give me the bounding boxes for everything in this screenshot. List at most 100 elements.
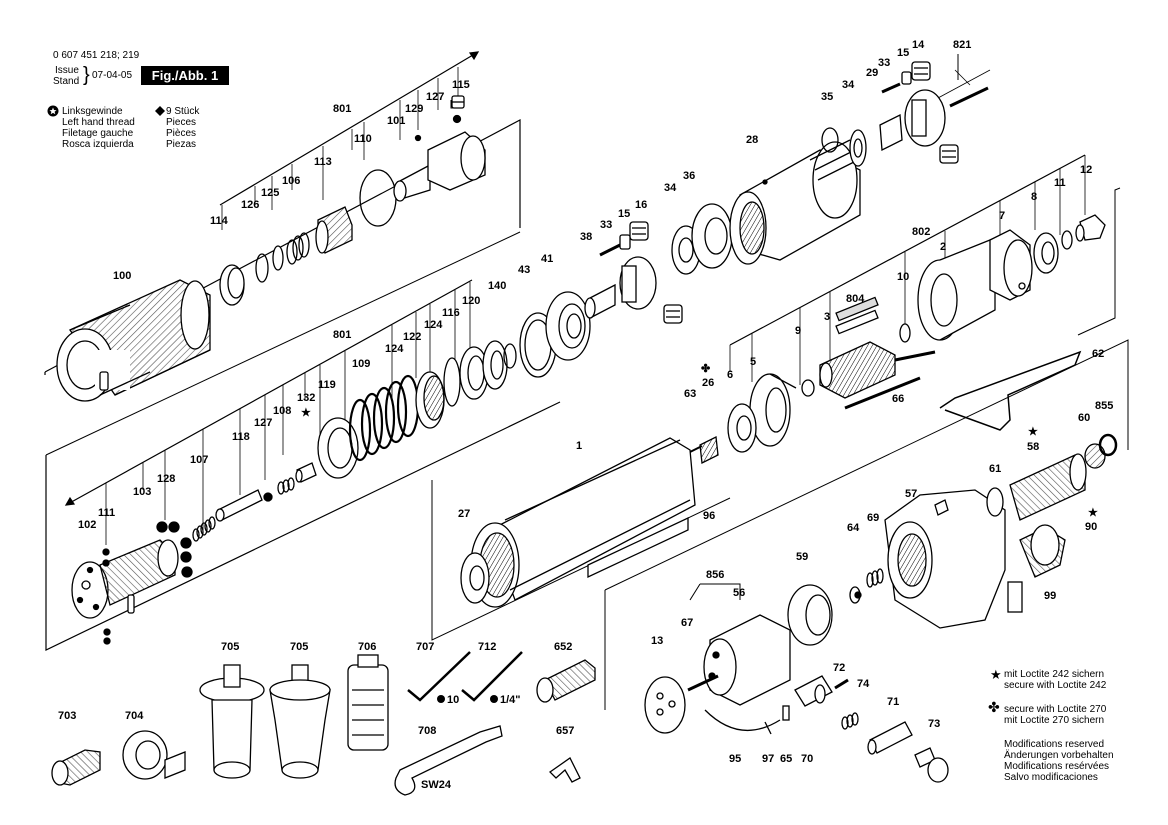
label-33a: 33 xyxy=(878,57,890,69)
label-855: 855 xyxy=(1095,400,1113,412)
part-855-o-ring xyxy=(1098,433,1118,457)
label-116: 116 xyxy=(442,307,460,319)
part-113-knurled-sleeve xyxy=(315,206,353,254)
label-11: 11 xyxy=(1054,177,1066,189)
label-56: 56 xyxy=(733,587,745,599)
part-652-nipple xyxy=(536,659,596,703)
label-90-star: ★ xyxy=(1088,507,1098,519)
loctite270-en: secure with Loctite 270 xyxy=(1004,704,1107,715)
label-801a: 801 xyxy=(333,103,351,115)
label-127b: 127 xyxy=(254,417,272,429)
label-107: 107 xyxy=(190,454,208,466)
label-brackets xyxy=(450,54,959,601)
part-2-cylinder xyxy=(917,237,996,341)
part-8-bearing xyxy=(1033,232,1059,274)
part-64-ball xyxy=(849,586,862,604)
label-28: 28 xyxy=(746,134,758,146)
part-107-spring xyxy=(192,516,216,542)
label-114: 114 xyxy=(210,215,229,227)
modifications-fr: Modifications resérvées xyxy=(1004,761,1110,772)
label-16: 16 xyxy=(635,199,647,211)
modifications-es: Salvo modificaciones xyxy=(1004,772,1098,783)
left-thread-en: Left hand thread xyxy=(62,117,135,128)
part-99-label xyxy=(1007,581,1023,613)
part-705-handle-b xyxy=(269,664,331,779)
label-118: 118 xyxy=(232,431,250,443)
part-27-washer xyxy=(460,552,490,604)
part-7-rotor-end xyxy=(989,229,1033,301)
part-115-screw xyxy=(451,95,465,109)
label-120: 120 xyxy=(462,295,480,307)
label-99: 99 xyxy=(1044,590,1056,602)
part-707-hex-key-10 xyxy=(407,651,471,702)
label-36: 36 xyxy=(683,170,695,182)
label-705b: 705 xyxy=(290,641,308,653)
upper-right-frame xyxy=(1077,187,1121,336)
part-60-filter xyxy=(1084,443,1106,469)
diamond-icon xyxy=(155,106,165,116)
label-115: 115 xyxy=(452,79,470,91)
label-33b: 33 xyxy=(600,219,612,231)
label-106: 106 xyxy=(282,175,300,187)
part-118-pin xyxy=(215,489,263,522)
label-27: 27 xyxy=(458,508,470,520)
label-34a: 34 xyxy=(842,79,855,91)
left-thread-legend: Linksgewinde Left hand thread Filetage g… xyxy=(62,106,135,150)
label-41: 41 xyxy=(541,253,553,265)
label-140: 140 xyxy=(488,280,506,292)
label-62: 62 xyxy=(1092,348,1104,360)
star-icon: ★ xyxy=(990,667,1002,682)
part-103-shaft xyxy=(99,539,179,614)
label-26: 26 xyxy=(702,377,714,389)
loctite270-de: mit Loctite 270 sichern xyxy=(1004,715,1105,726)
label-704: 704 xyxy=(125,710,144,722)
part-712-hex-key-quarter xyxy=(461,651,523,702)
label-111: 111 xyxy=(98,507,115,519)
stand-label: Stand xyxy=(53,76,80,87)
label-64: 64 xyxy=(847,522,860,534)
part-6-bearing xyxy=(727,403,757,453)
label-9: 9 xyxy=(795,325,801,337)
part-127-ball xyxy=(452,114,462,124)
hex-quarter-dot xyxy=(490,695,498,703)
label-34b: 34 xyxy=(664,182,677,194)
label-10: 10 xyxy=(897,271,909,283)
part-132-screw xyxy=(295,462,317,483)
label-110: 110 xyxy=(354,133,372,145)
label-5: 5 xyxy=(750,356,756,368)
part-72-pin xyxy=(834,678,849,690)
part-36-ring-gear xyxy=(691,203,733,269)
part-33-pin xyxy=(599,243,621,257)
part-804-vanes xyxy=(835,296,879,335)
label-13: 13 xyxy=(651,635,663,647)
label-712: 712 xyxy=(478,641,496,653)
part-9-ring xyxy=(801,379,815,397)
document-number: 0 607 451 218; 219 xyxy=(53,50,140,61)
label-127a: 127 xyxy=(426,91,444,103)
label-95: 95 xyxy=(729,753,741,765)
label-58: 58 xyxy=(1027,441,1039,453)
part-41-bearing xyxy=(545,291,591,361)
loctite270-legend: secure with Loctite 270 mit Loctite 270 … xyxy=(1004,704,1106,726)
hex-key-10-mark: 10 xyxy=(447,694,459,706)
label-15a: 15 xyxy=(897,47,909,59)
part-108-spring xyxy=(277,477,295,495)
part-116-ring xyxy=(459,346,489,400)
label-67: 67 xyxy=(681,617,693,629)
left-thread-fr: Filetage gauche xyxy=(62,128,134,139)
label-652: 652 xyxy=(554,641,572,653)
part-122-washer xyxy=(443,357,461,407)
label-65: 65 xyxy=(780,753,792,765)
label-801b: 801 xyxy=(333,329,351,341)
part-101-spindle xyxy=(393,131,486,202)
part-126-snap-ring xyxy=(255,253,269,283)
label-113: 113 xyxy=(314,156,332,168)
part-102-end-cap xyxy=(71,561,109,619)
part-708-spanner xyxy=(394,725,503,796)
part-124-bearing xyxy=(415,371,445,429)
label-29: 29 xyxy=(866,67,878,79)
left-thread-es: Rosca izquierda xyxy=(62,139,134,150)
part-70-sleeve xyxy=(794,675,833,707)
